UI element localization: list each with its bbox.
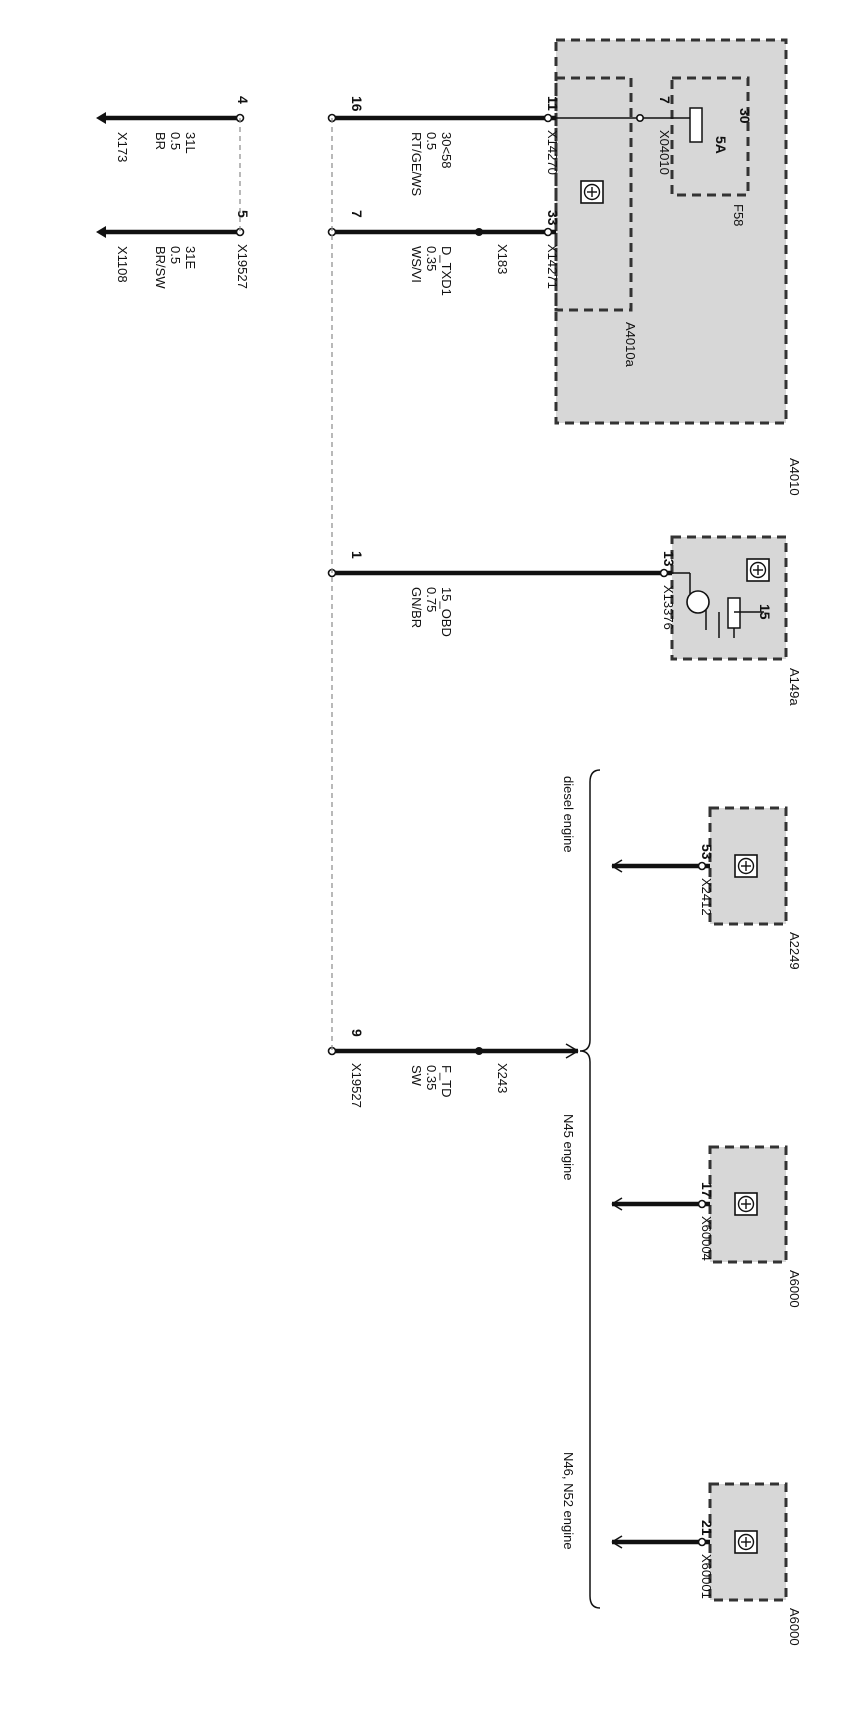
label-fuse-pin-30: 30 <box>737 108 753 124</box>
label-x19527-bottom: X19527 <box>349 1063 364 1108</box>
wire-n46-arrow-2 <box>611 1541 623 1549</box>
label-variant-n45: N45 engine <box>561 1114 576 1181</box>
label-pin-1: 1 <box>349 551 365 559</box>
label-wire-f-td-size: 0.35 <box>424 1065 439 1090</box>
label-a6000-2: A6000 <box>787 1608 802 1646</box>
pin-33 <box>543 227 553 237</box>
wire-diesel-arrow-2 <box>611 865 623 873</box>
module-a2249: A2249 <box>708 806 802 970</box>
ground-arrow-x173 <box>96 112 106 124</box>
label-x14270: X14270 <box>545 130 560 175</box>
label-wire-31e-size: 0.5 <box>168 246 183 264</box>
label-wire-15-obd-signal: 15_OBD <box>439 587 454 637</box>
control-unit-icon <box>580 180 604 204</box>
wire-n45-arrow <box>611 1197 623 1205</box>
label-wire-f-td-signal: F_TD <box>439 1065 454 1098</box>
label-x173: X173 <box>115 132 130 162</box>
label-pin-4: 4 <box>235 96 251 104</box>
label-x13376: X13376 <box>661 585 676 630</box>
control-unit-icon <box>734 854 758 878</box>
label-a4010a: A4010a <box>623 322 638 368</box>
label-a2249: A2249 <box>787 932 802 970</box>
module-a4010a-box <box>554 76 633 312</box>
label-wire-31e-signal: 31E <box>183 246 198 269</box>
label-a149a: A149a <box>787 668 802 706</box>
pin-17 <box>697 1199 707 1209</box>
label-wire-30-58-signal: 30<58 <box>439 132 454 169</box>
label-pin-33: 33 <box>545 210 561 226</box>
label-x60004: X60004 <box>699 1216 714 1261</box>
label-x1108: X1108 <box>115 246 130 283</box>
label-fuse-5a: 5A <box>713 136 729 154</box>
label-wire-d-txd1-signal: D_TXD1 <box>439 246 454 296</box>
label-wire-d-txd1-size: 0.35 <box>424 246 439 271</box>
label-pin-16: 16 <box>349 96 365 112</box>
label-a6000-1: A6000 <box>787 1270 802 1308</box>
label-wire-31l-color: BR <box>153 132 168 150</box>
control-unit-icon <box>734 1530 758 1554</box>
pin-7-fuse <box>635 114 644 123</box>
label-a4010: A4010 <box>787 458 802 496</box>
label-pin-9: 9 <box>349 1029 365 1037</box>
transistor-icon <box>686 590 710 614</box>
label-variant-diesel: diesel engine <box>561 776 576 853</box>
label-a149a-pin-15: 15 <box>757 604 773 620</box>
label-wire-31l-signal: 31L <box>183 132 198 154</box>
label-x19527-top: X19527 <box>235 244 250 289</box>
wire-n46-arrow <box>611 1535 623 1543</box>
variant-brace <box>579 769 601 1609</box>
control-unit-icon <box>746 558 770 582</box>
label-pin-17: 17 <box>699 1182 715 1198</box>
module-a149a: A149a 15 <box>670 535 802 706</box>
label-pin-5: 5 <box>235 210 251 218</box>
label-wire-d-txd1-color: WS/VI <box>409 246 424 283</box>
label-x04010: X04010 <box>657 130 672 175</box>
label-x60001: X60001 <box>699 1554 714 1599</box>
pin-11 <box>543 113 553 123</box>
pin-53 <box>697 861 707 871</box>
label-wire-30-58-color: RT/GE/WS <box>409 132 424 196</box>
module-a4010: A4010 A4010a F58 30 5A <box>554 38 802 496</box>
label-f58: F58 <box>731 204 746 226</box>
wire-n45-arrow-2 <box>611 1203 623 1211</box>
label-pin-21: 21 <box>699 1520 715 1536</box>
label-x14271: X14271 <box>545 244 560 289</box>
label-pin-7-diag: 7 <box>349 210 365 218</box>
label-pin-7-fuse: 7 <box>657 96 673 104</box>
wire-f-td-arrow-2 <box>565 1050 579 1059</box>
label-wire-15-obd-color: GN/BR <box>409 587 424 628</box>
label-x243: X243 <box>495 1063 510 1093</box>
label-wire-31l-size: 0.5 <box>168 132 183 150</box>
splice-x183 <box>475 228 483 236</box>
wire-f-td-arrow <box>565 1043 579 1052</box>
control-unit-icon <box>734 1192 758 1216</box>
label-wire-f-td-color: SW <box>409 1065 424 1087</box>
label-x2412: X2412 <box>699 878 714 916</box>
wire-diesel-arrow <box>611 859 623 867</box>
label-pin-13: 13 <box>661 551 677 567</box>
fuse-f58-box <box>670 76 750 197</box>
pin-13 <box>659 568 669 578</box>
label-pin-11: 11 <box>545 96 561 111</box>
module-a6000-n46-n52: A6000 <box>708 1482 802 1646</box>
splice-x243 <box>475 1047 483 1055</box>
label-wire-31e-color: BR/SW <box>153 246 168 289</box>
fuse-icon <box>689 107 703 143</box>
label-wire-30-58-size: 0.5 <box>424 132 439 150</box>
resistor-icon <box>727 597 741 629</box>
label-pin-53: 53 <box>699 844 715 860</box>
label-x183: X183 <box>495 244 510 274</box>
ground-arrow-x1108 <box>96 226 106 238</box>
module-a6000-n45: A6000 <box>708 1145 802 1308</box>
label-variant-n46-n52: N46, N52 engine <box>561 1452 576 1550</box>
pin-21 <box>697 1537 707 1547</box>
label-wire-15-obd-size: 0.75 <box>424 587 439 612</box>
